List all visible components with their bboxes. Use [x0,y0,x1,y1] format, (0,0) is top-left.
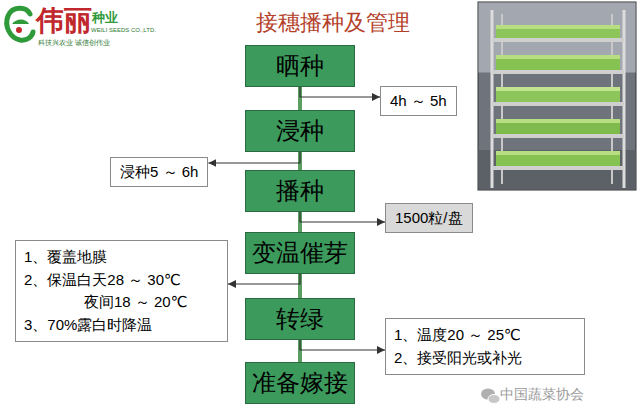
process-box: 变温催芽 [245,232,355,274]
tray [496,87,620,91]
note-text: 浸种5 ～ 6h [120,162,198,182]
tray [496,119,620,123]
photo-frame [478,2,636,190]
tray [496,151,620,155]
process-box: 准备嫁接 [245,362,355,404]
tray [496,25,620,29]
chat-bubble [488,395,500,404]
watermark: 中国蔬菜协会 [500,386,584,404]
note-box: 1、温度20 ～ 25℃2、接受阳光或补光 [385,318,585,375]
shelf [492,102,624,106]
logo-dot [16,27,22,33]
tray-row [492,87,624,106]
note-text: 4h ～ 5h [390,91,447,111]
note-text: 2、接受阳光或补光 [394,347,576,370]
callout-box: 浸种5 ～ 6h [110,157,208,187]
callout-arrow [208,152,300,163]
shelf [492,134,624,138]
tray [496,55,620,59]
tray-row [492,119,624,138]
photo-wall [479,3,636,73]
step-label: 转绿 [276,303,324,335]
tray [496,90,620,102]
tray [496,58,620,70]
logo-leaf [12,20,29,25]
tray [496,122,620,134]
brand-name: 伟丽 [36,2,92,40]
step-label: 准备嫁接 [252,367,348,399]
rack-post [623,10,626,188]
rack-post [491,10,494,188]
note-text: 1、覆盖地膜 [24,246,219,269]
step-label: 变温催芽 [252,237,348,269]
note-text: 1500粒/盘 [395,208,463,228]
tray-row [492,151,624,170]
step-label: 浸种 [276,115,324,147]
logo-icon [7,8,33,40]
wechat-icon [481,389,500,404]
process-box: 播种 [245,170,355,212]
note-text: 2、保温白天28 ～ 30℃ 夜间18 ～ 20℃ [24,269,219,314]
note-box: 1、覆盖地膜2、保温白天28 ～ 30℃ 夜间18 ～ 20℃3、70%露白时降… [15,240,228,342]
note-text: 3、70%露白时降温 [24,314,219,337]
slogan: 科技兴农业 诚信创伟业 [38,38,110,48]
callout-arrow [300,87,380,97]
logo-swirl [7,8,33,40]
tray-row [492,25,624,42]
process-box: 晒种 [245,45,355,87]
process-box: 浸种 [245,110,355,152]
callout-arrow [228,274,300,284]
shelf [492,70,624,74]
tray-row [492,55,624,74]
callout-arrow [300,212,385,222]
seedling-rack-photo [478,2,636,190]
step-label: 晒种 [276,50,324,82]
step-label: 播种 [276,175,324,207]
process-box: 转绿 [245,298,355,340]
shelf [492,166,624,170]
callout-box: 1500粒/盘 [385,203,473,233]
note-text: 1、温度20 ～ 25℃ [394,324,576,347]
company-name: WEILI SEEDS CO.,LTD. [91,27,156,33]
shelf [492,38,624,42]
brand-suffix: 种业 [92,9,118,27]
title: 接穗播种及管理 [256,8,410,38]
tray [496,154,620,166]
callout-box: 4h ～ 5h [380,86,457,116]
callout-arrow [300,340,385,350]
tray [496,28,620,38]
